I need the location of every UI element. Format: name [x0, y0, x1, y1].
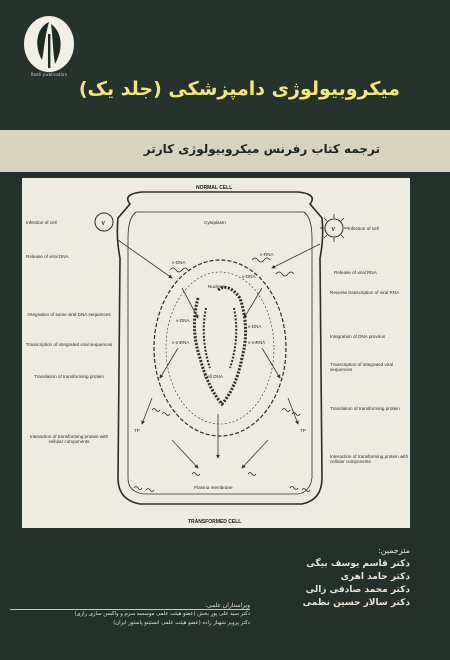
right-label-release: Release of viral RNA: [334, 270, 378, 275]
v-dna-right-inner-label: v-DNA: [248, 324, 262, 329]
tp-right-label: TP: [300, 428, 306, 433]
cell-dna-strands: [202, 307, 238, 369]
virus-symbol-left: V: [102, 221, 106, 227]
cell-transformation-diagram: V V: [22, 178, 410, 528]
v-dna-top-label: v-DNA: [172, 260, 186, 265]
right-label-infection: Infection of cell: [348, 226, 379, 231]
left-label-translation: Translation of transforming protein: [34, 374, 104, 379]
left-label-release: Release of viral DNA: [26, 254, 70, 259]
publisher-caption: Rasti publication: [30, 72, 68, 77]
book-title: میکروبیولوژی دامپزشکی (جلد یک): [78, 78, 400, 100]
publisher-leaf-logo-icon: [24, 16, 74, 72]
translator-name: دکتر حامد اهری: [340, 572, 410, 582]
cover-top-band: [0, 0, 450, 128]
editor-line: دکتر سید علی پور بخش (عضو هیئت علمی موسس…: [74, 611, 250, 617]
rna-virus-icon: V: [320, 214, 348, 242]
left-label-transcription: Transcription of integrated viral sequen…: [25, 342, 113, 347]
dna-virus-icon: V: [94, 212, 114, 232]
right-label-translation: Translation of transforming protein: [330, 406, 400, 411]
left-label-infection: Infection of cell: [26, 220, 57, 225]
v-dna-right-label: v-DNA: [242, 274, 256, 279]
transformed-cell-label: TRANSFORMED CELL: [188, 519, 241, 525]
translators-block: مترجمین: دکتر قاسم یوسف بیگی دکتر حامد ا…: [303, 546, 410, 610]
normal-cell-label: NORMAL CELL: [196, 185, 232, 191]
cell-dna-chromatin: [193, 285, 247, 407]
pathway-arrows: [117, 239, 321, 469]
right-label-transcription: Transcription of integrated viral sequen…: [330, 362, 393, 373]
translator-name: دکتر سالار حسین نظمی: [302, 598, 410, 608]
nucleus-outline: [153, 259, 287, 437]
left-label-integration: Integration of some viral DNA sequences: [27, 312, 111, 317]
v-mrna-right-label: v-mRNA: [248, 340, 266, 345]
tp-left-label: TP: [134, 428, 140, 433]
subtitle-band: [0, 130, 450, 172]
right-label-reverse-transcription: Reverse transcription of viral RNA: [330, 290, 400, 295]
v-dna-left-inner-label: v-DNA: [176, 318, 190, 323]
right-label-integration: Integration of DNA provirus: [330, 334, 386, 339]
book-subtitle: ترجمه کتاب رفرنس میکروبیولوژی کارتر: [143, 142, 380, 156]
right-label-interaction: Interaction of transforming protein with…: [330, 454, 409, 465]
editors-divider: [10, 609, 250, 610]
editors-block: ویراستاران علمی: دکتر سید علی پور بخش (ع…: [74, 602, 250, 628]
editor-line: دکتر پرویز شهباز زاده (عضو هیئت علمی انس…: [113, 620, 250, 626]
diagram-svg: V V: [25, 185, 409, 525]
nucleus-inner-outline: [165, 271, 275, 425]
translator-name: دکتر محمد صادقی زالی: [305, 585, 410, 595]
translators-heading: مترجمین:: [378, 546, 410, 555]
cytoplasm-label: Cytoplasm: [204, 220, 226, 225]
left-label-interaction: Interaction of transforming protein with…: [29, 434, 109, 445]
virus-symbol-right: V: [332, 227, 336, 233]
v-rna-top-label: v-RNA: [260, 252, 274, 257]
plasma-membrane-label: Plasma membrane: [194, 485, 233, 490]
cell-dna-label: Cell DNA: [204, 374, 224, 379]
v-mrna-left-label: v-mRNA: [172, 340, 190, 345]
cell-membrane: [116, 191, 324, 505]
nucleus-label: Nucleus: [208, 284, 225, 289]
translator-name: دکتر قاسم یوسف بیگی: [306, 559, 410, 569]
cell-membrane-inner: [127, 211, 313, 495]
editors-heading: ویراستاران علمی:: [204, 602, 250, 609]
transcript-squiggles: [133, 257, 311, 492]
